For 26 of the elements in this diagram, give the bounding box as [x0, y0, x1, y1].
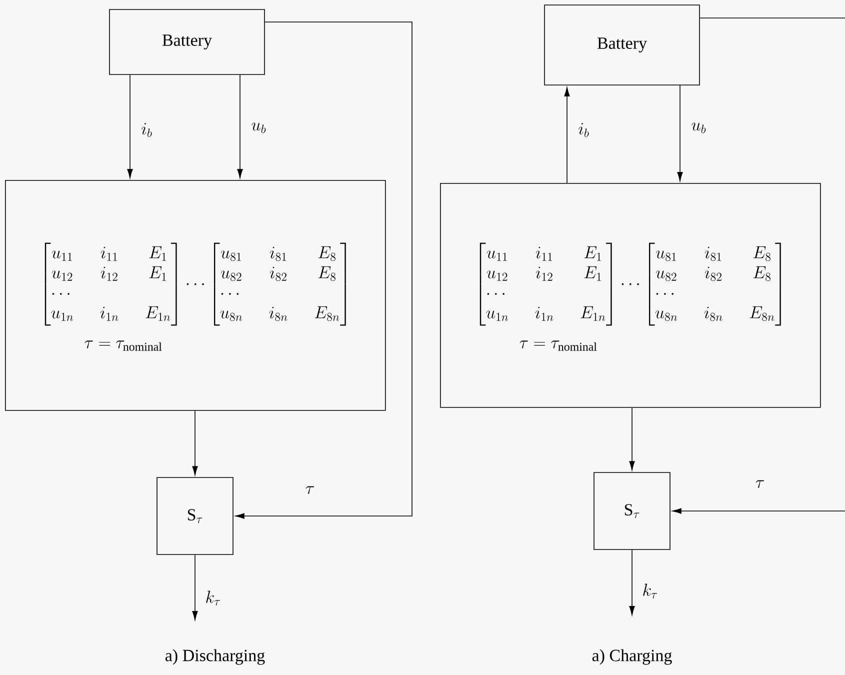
arrow: [564, 87, 570, 184]
matrix-box: $\begin{bmatrix} u_{11} & i_{11} & E_1 \\ u_{12} & i_{12} & E_1 \\ \cdots & & \\ u_{1n} & i_{1n} & E_{1n} \end{bmatrix} \cdots \begin{bmatrix} u_{81} & i_{81} & E_8 \\ u_{82} & i_{82} & E_8 \\ \cdots & & \\ u_{8n} & i_{8n} & E_{8n} \end{bmatrix}$ $\tau = \tau_{\mathrm{nominal}}$: [5, 180, 386, 411]
edge-label: $\tau$: [306, 486, 314, 494]
caption: a) Charging: [592, 649, 672, 665]
arrow: [235, 22, 412, 519]
arrow: [672, 508, 845, 514]
battery-box: Battery: [109, 9, 265, 75]
edge-label: $u_b$: [252, 122, 266, 134]
arrow: [677, 85, 683, 182]
edge-label: $k_\tau$: [643, 584, 657, 598]
edge-label: $u_b$: [692, 122, 706, 134]
arrow: [629, 550, 635, 616]
matrix-box: $\begin{bmatrix} u_{11} & i_{11} & E_1 \\ u_{12} & i_{12} & E_1 \\ \cdots & & \\ u_{1n} & i_{1n} & E_{1n} \end{bmatrix} \cdots \begin{bmatrix} u_{81} & i_{81} & E_8 \\ u_{82} & i_{82} & E_8 \\ \cdots & & \\ u_{8n} & i_{8n} & E_{8n} \end{bmatrix}$ $\tau = \tau_{\mathrm{nominal}}$: [440, 183, 821, 408]
arrow: [127, 74, 133, 178]
selector-box: $\mathrm{S}_\tau$: [156, 477, 234, 555]
arrow: [192, 410, 198, 476]
arrow: [192, 554, 198, 620]
arrow: [237, 74, 243, 178]
edge-label: $k_\tau$: [206, 590, 220, 606]
arrow: [629, 407, 635, 470]
edge-label: $i_b$: [578, 123, 589, 138]
selector-box: $\mathrm{S}_\tau$: [594, 472, 670, 550]
edge-label: $\tau$: [756, 480, 764, 488]
caption: a) Discharging: [165, 649, 265, 665]
battery-box: Battery: [544, 4, 700, 86]
edge-label: $i_b$: [142, 123, 152, 138]
